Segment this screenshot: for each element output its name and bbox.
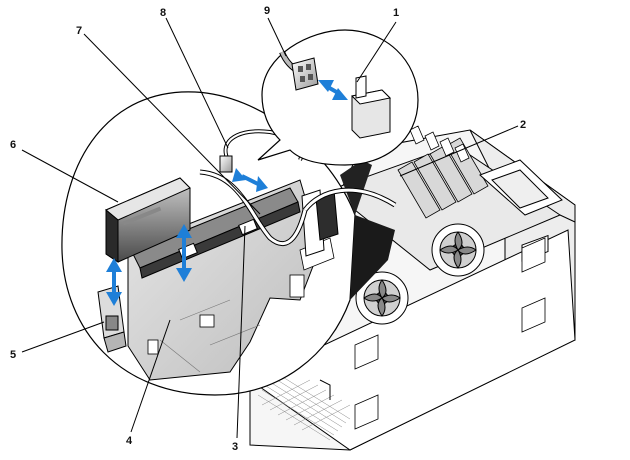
connector-detail-view bbox=[257, 29, 419, 166]
interface-cable bbox=[199, 169, 397, 247]
insert-arrow bbox=[106, 168, 268, 306]
fan-icon bbox=[431, 223, 485, 277]
callout-labels: 1 2 3 4 5 6 7 8 9 bbox=[10, 5, 526, 453]
callout-5: 5 bbox=[10, 349, 16, 361]
leader-lines bbox=[21, 17, 519, 439]
callout-8: 8 bbox=[160, 7, 166, 19]
drive-power-receptacle bbox=[350, 75, 392, 139]
callout-2: 2 bbox=[520, 119, 526, 131]
callout-1: 1 bbox=[393, 7, 399, 19]
power-connector-plug bbox=[291, 57, 319, 91]
callout-9: 9 bbox=[264, 5, 270, 17]
callout-6: 6 bbox=[10, 139, 16, 151]
tape-drive bbox=[105, 177, 191, 263]
fan-icon bbox=[355, 271, 409, 325]
callout-7: 7 bbox=[76, 25, 82, 37]
retention-latch bbox=[301, 189, 339, 257]
callout-4: 4 bbox=[126, 435, 133, 447]
server-chassis bbox=[249, 125, 576, 451]
callout-3: 3 bbox=[232, 441, 238, 453]
